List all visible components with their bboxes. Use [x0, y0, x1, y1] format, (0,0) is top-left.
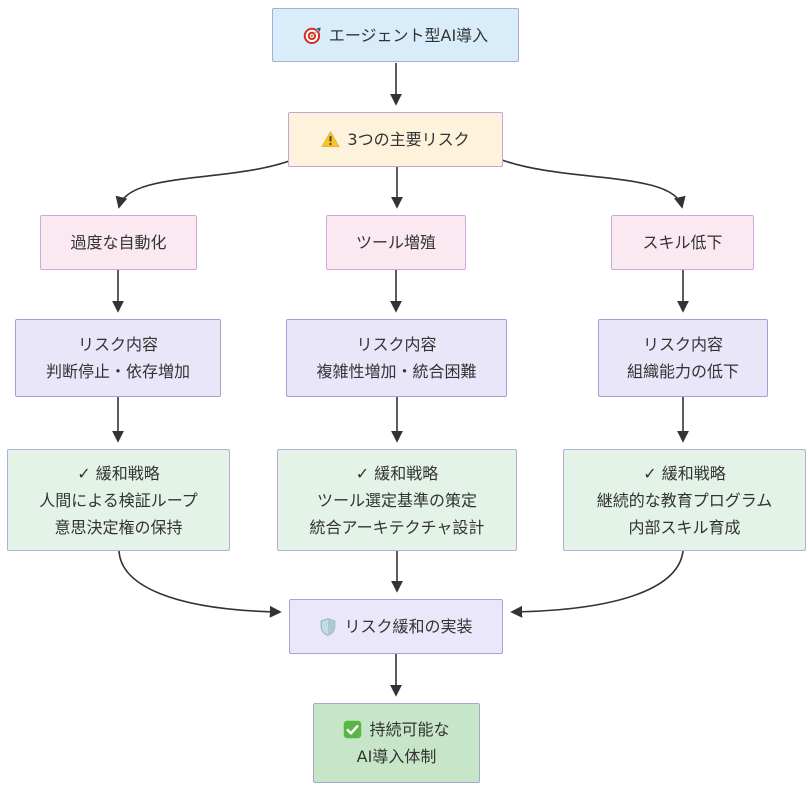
mitigation-line: 意思決定権の保持 — [54, 517, 183, 537]
node-risk-overautomation: 過度な自動化 — [40, 215, 197, 270]
mitigation-line: ツール選定基準の策定 — [316, 490, 477, 510]
mitigation-line: 内部スキル育成 — [628, 517, 741, 537]
detail-line: 組織能力の低下 — [626, 362, 739, 381]
mitigation-line: ✓ 緩和戦略 — [643, 463, 726, 483]
node-mitigation-overautomation: ✓ 緩和戦略 人間による検証ループ 意思決定権の保持 — [7, 449, 230, 551]
node-risk-tool-sprawl: ツール増殖 — [326, 215, 466, 270]
node-detail-tool-sprawl: リスク内容 複雑性増加・統合困難 — [286, 319, 507, 397]
warning-icon — [321, 130, 340, 149]
node-mitigation-skill-decline: ✓ 緩和戦略 継続的な教育プログラム 内部スキル育成 — [563, 449, 806, 551]
detail-line: リスク内容 — [642, 335, 723, 354]
node-main-risks: 3つの主要リスク — [288, 112, 503, 167]
risk-tool-sprawl-label: ツール増殖 — [355, 233, 436, 252]
mitigation-line: 統合アーキテクチャ設計 — [309, 517, 485, 537]
node-implementation: リスク緩和の実装 — [289, 599, 503, 654]
mitigation-line: ✓ 緩和戦略 — [355, 463, 439, 483]
mitigation-line: 人間による検証ループ — [39, 490, 198, 510]
outcome-line: 持続可能な — [369, 720, 450, 739]
node-outcome: 持続可能な AI導入体制 — [313, 703, 480, 783]
node-intro: エージェント型AI導入 — [272, 8, 519, 62]
detail-line: リスク内容 — [77, 335, 158, 354]
detail-line: 判断停止・依存増加 — [45, 362, 190, 381]
shield-icon — [319, 617, 337, 636]
edge-risks-to-overautomation — [115, 159, 293, 209]
outcome-line: AI導入体制 — [356, 747, 437, 766]
node-detail-skill-decline: リスク内容 組織能力の低下 — [598, 319, 768, 397]
implementation-label: リスク緩和の実装 — [344, 617, 473, 636]
main-risks-label: 3つの主要リスク — [347, 130, 470, 149]
edge-mitigation3-to-implementation — [510, 550, 684, 618]
check-icon — [343, 720, 362, 739]
detail-line: リスク内容 — [356, 335, 437, 354]
risk-skill-decline-label: スキル低下 — [642, 233, 723, 252]
edge-mitigation1-to-implementation — [118, 550, 282, 618]
target-icon — [303, 26, 322, 45]
risk-overautomation-label: 過度な自動化 — [70, 233, 167, 252]
edge-risks-to-skill-decline — [501, 159, 686, 209]
intro-label: エージェント型AI導入 — [328, 25, 489, 45]
mitigation-line: ✓ 緩和戦略 — [77, 463, 160, 483]
mitigation-line: 継続的な教育プログラム — [596, 490, 773, 510]
node-detail-overautomation: リスク内容 判断停止・依存増加 — [15, 319, 221, 397]
node-mitigation-tool-sprawl: ✓ 緩和戦略 ツール選定基準の策定 統合アーキテクチャ設計 — [277, 449, 517, 551]
detail-line: 複雑性増加・統合困難 — [316, 362, 477, 381]
node-risk-skill-decline: スキル低下 — [611, 215, 754, 270]
